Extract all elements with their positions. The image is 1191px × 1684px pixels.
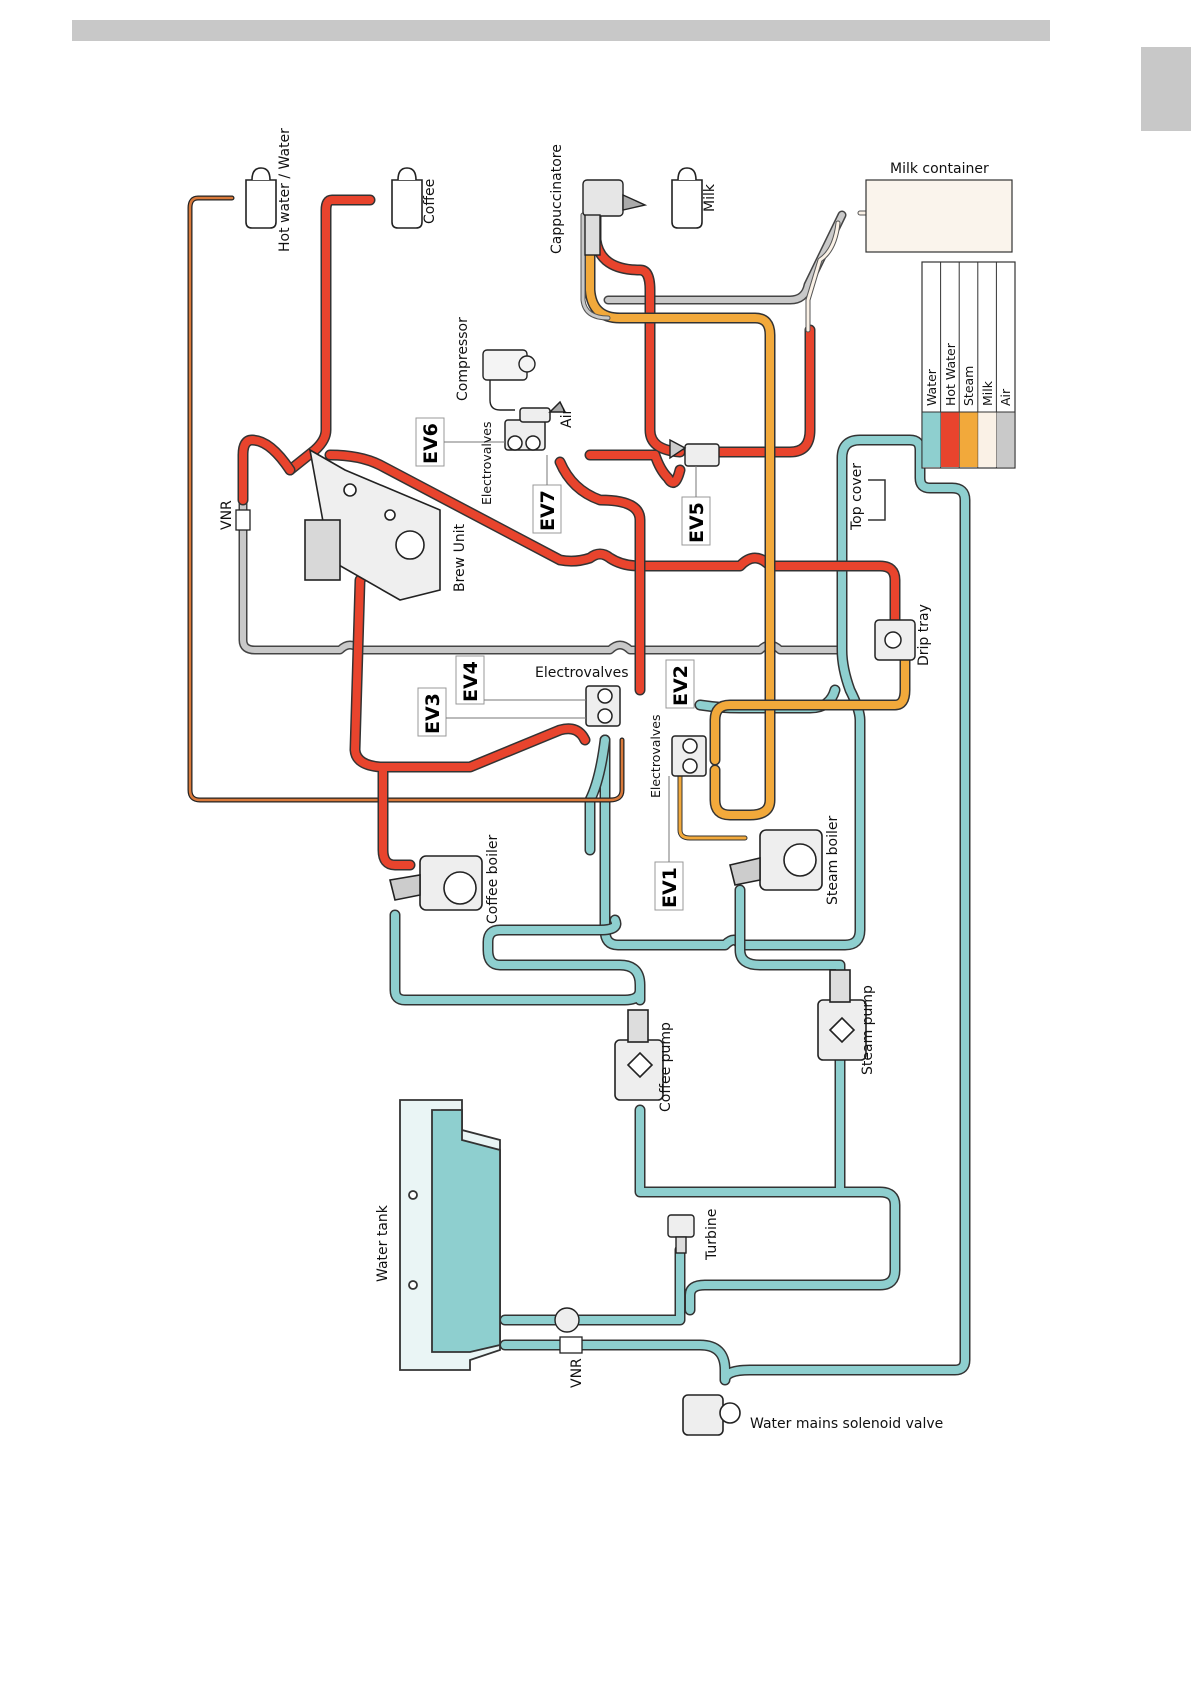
label-coffee-pump: Coffee pump [658,1022,674,1112]
label-steam-pump: Steam pump [860,985,876,1075]
component-labels: Hot water / Water Coffee Cappuccinatore … [219,128,989,1432]
vnr-top-check-valve [235,509,251,531]
cappuccinatore-device [582,179,648,256]
label-top-cover: Top cover [849,463,865,531]
section-tab [1141,47,1191,131]
ev3-label: EV3 [422,693,444,734]
label-vnr-bottom: VNR [569,1358,585,1388]
compressor-device [482,349,536,411]
label-turbine: Turbine [704,1209,720,1261]
brew-unit-device [304,448,441,601]
ev2-label: EV2 [670,665,692,706]
electrovalve-block-ev3-ev4 [585,685,621,727]
label-vnr-top: VNR [219,500,235,530]
cup-milk [671,167,703,229]
color-legend: Water Hot Water Steam Milk Air [921,261,1016,469]
pipes [187,194,971,1386]
label-water-mains-solenoid-valve: Water mains solenoid valve [750,1416,943,1432]
label-electrovalves-low: Electrovalves [648,715,663,798]
legend-swatch-milk [978,412,997,467]
label-coffee: Coffee [422,179,438,224]
drip-tray-device [874,619,916,661]
ev7-label: EV7 [537,490,559,531]
label-cappuccinatore: Cappuccinatore [549,144,565,254]
label-milk-container: Milk container [890,161,989,177]
water-tank-device [399,1099,501,1371]
legend-label-water: Water [924,368,939,406]
ev5-valve [669,438,720,467]
ev-labels: EV6 EV7 EV5 EV4 EV3 EV2 EV1 [415,417,711,911]
milk-container-box [865,179,1013,253]
cup-hot-water [245,167,277,229]
electrovalve-block-ev6-ev7 [504,400,567,451]
coffee-pump-device [614,1009,664,1101]
cup-coffee [391,167,423,229]
label-electrovalves-top: Electrovalves [479,422,494,505]
legend-swatch-water [922,412,941,467]
label-electrovalves-mid: Electrovalves [535,665,629,681]
legend-label-steam: Steam [961,366,976,406]
legend-swatch-air [996,412,1015,467]
legend-swatch-hot-water [941,412,959,467]
coffee-boiler-device [389,855,483,911]
ev4-label: EV4 [460,661,482,702]
label-coffee-boiler: Coffee boiler [485,834,501,924]
steam-pipe [584,209,911,841]
label-air: Air [559,409,575,428]
vnr-bottom-check-valve [559,1336,583,1354]
steam-pump-device [817,969,867,1061]
steam-boiler-device [729,829,823,891]
water-mains-solenoid-valve-device [682,1394,741,1436]
top-cover-bracket [868,479,886,521]
turbine-device [667,1214,695,1254]
ev6-label: EV6 [420,423,442,464]
legend-label-hot-water: Hot Water [943,342,958,406]
legend-swatch-steam [959,412,978,467]
legend-label-air: Air [998,388,1013,406]
flow-bulb [554,1307,580,1333]
label-drip-tray: Drip tray [916,604,932,666]
label-brew-unit: Brew Unit [452,523,468,592]
label-milk: Milk [702,183,718,212]
header-bar [72,20,1050,41]
ev5-label: EV5 [686,502,708,543]
legend-label-milk: Milk [980,380,995,406]
label-water-tank: Water tank [375,1204,391,1282]
electrovalve-block-ev1-ev2 [671,735,707,777]
label-hot-water-water: Hot water / Water [277,128,293,252]
label-compressor: Compressor [455,317,471,401]
label-steam-boiler: Steam boiler [825,815,841,905]
ev1-label: EV1 [659,867,681,908]
